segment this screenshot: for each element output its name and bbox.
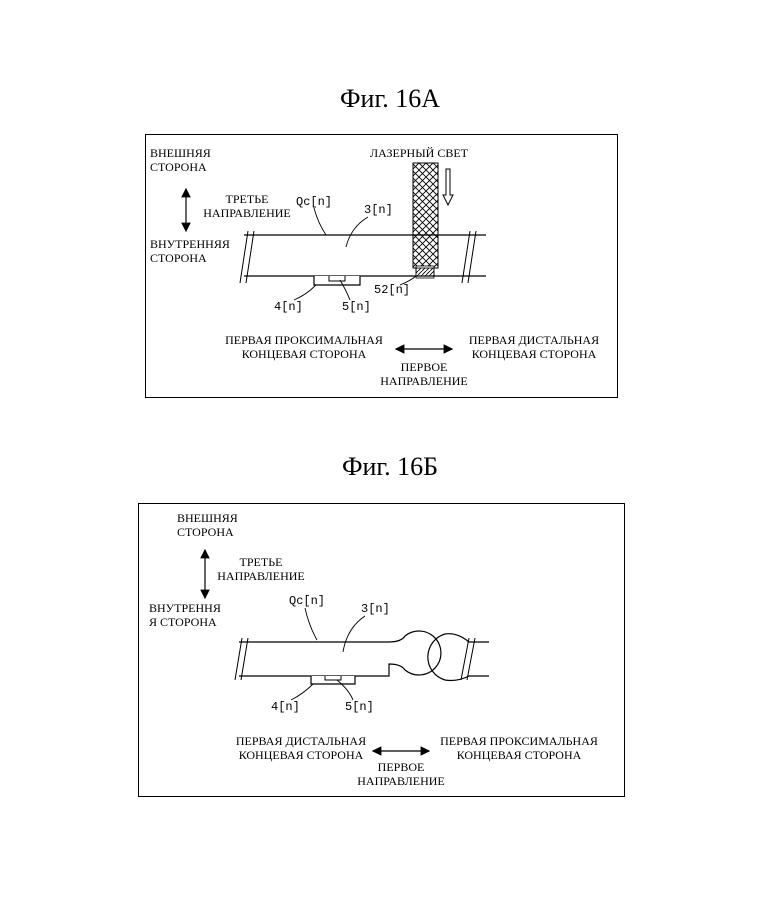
ref-3: 3[n] (361, 602, 390, 616)
leader-qc (314, 208, 326, 235)
inner-side-label-2: СТОРОНА (150, 251, 207, 265)
third-direction-label-2: НАПРАВЛЕНИЕ (203, 206, 290, 220)
laser-light-label: ЛАЗЕРНЫЙ СВЕТ (370, 146, 469, 160)
tube-body (244, 235, 486, 276)
ref-3: 3[n] (364, 203, 393, 217)
figure-16a-panel: ВНЕШНЯЯ СТОРОНА ТРЕТЬЕ НАПРАВЛЕНИЕ ВНУТР… (145, 134, 618, 398)
proximal-end-label-2: КОНЦЕВАЯ СТОРОНА (242, 347, 367, 361)
figure-16b-panel: ВНЕШНЯЯ СТОРОНА ТРЕТЬЕ НАПРАВЛЕНИЕ ВНУТР… (138, 503, 625, 797)
outer-side-label: ВНЕШНЯЯ (177, 511, 238, 525)
weld-zone-52 (416, 268, 434, 276)
ref-5: 5[n] (345, 700, 374, 714)
figure-16a-diagram: ВНЕШНЯЯ СТОРОНА ТРЕТЬЕ НАПРАВЛЕНИЕ ВНУТР… (146, 135, 619, 399)
proximal-end-label: ПЕРВАЯ ПРОКСИМАЛЬНАЯ (440, 734, 598, 748)
laser-direction-arrow (443, 169, 453, 205)
tube-break-right (462, 231, 476, 283)
figure-16a-title: Фиг. 16А (0, 84, 780, 114)
ref-52: 52[n] (374, 283, 410, 297)
inner-side-label: ВНУТРЕННЯЯ (150, 237, 230, 251)
third-direction-label: ТРЕТЬЕ (226, 192, 269, 206)
proximal-end-label-2: КОНЦЕВАЯ СТОРОНА (457, 748, 582, 762)
ref-qc: Qc[n] (296, 195, 332, 209)
distal-end-label-2: КОНЦЕВАЯ СТОРОНА (239, 748, 364, 762)
outer-side-label-2: СТОРОНА (150, 160, 207, 174)
tube-left-piece (239, 631, 441, 676)
third-direction-label-2: НАПРАВЛЕНИЕ (217, 569, 304, 583)
first-direction-label: ПЕРВОЕ (401, 360, 448, 374)
tube-break-right (461, 638, 475, 680)
leader-3 (346, 217, 368, 247)
ref-qc: Qc[n] (289, 594, 325, 608)
first-direction-label-2: НАПРАВЛЕНИЕ (357, 774, 444, 788)
figure-16b-title: Фиг. 16Б (0, 452, 780, 482)
leader-4 (294, 285, 316, 300)
tube-break-left (240, 231, 254, 283)
leader-3 (343, 616, 365, 652)
leader-4 (291, 684, 313, 700)
distal-end-label: ПЕРВАЯ ДИСТАЛЬНАЯ (469, 333, 599, 347)
laser-beam (413, 163, 438, 268)
figure-16b-diagram: ВНЕШНЯЯ СТОРОНА ТРЕТЬЕ НАПРАВЛЕНИЕ ВНУТР… (139, 504, 626, 798)
inner-side-label: ВНУТРЕННЯ (149, 601, 221, 615)
proximal-end-label: ПЕРВАЯ ПРОКСИМАЛЬНАЯ (225, 333, 383, 347)
ref-4: 4[n] (274, 300, 303, 314)
ref-5: 5[n] (342, 300, 371, 314)
outer-side-label: ВНЕШНЯЯ (150, 146, 211, 160)
distal-end-label: ПЕРВАЯ ДИСТАЛЬНАЯ (236, 734, 366, 748)
distal-end-label-2: КОНЦЕВАЯ СТОРОНА (472, 347, 597, 361)
tube-break-left (235, 638, 248, 680)
inner-side-label-2: Я СТОРОНА (149, 615, 217, 629)
ref-4: 4[n] (271, 700, 300, 714)
first-direction-label-2: НАПРАВЛЕНИЕ (380, 374, 467, 388)
leader-qc (305, 608, 317, 640)
third-direction-label: ТРЕТЬЕ (240, 555, 283, 569)
first-direction-label: ПЕРВОЕ (378, 760, 425, 774)
outer-side-label-2: СТОРОНА (177, 525, 234, 539)
